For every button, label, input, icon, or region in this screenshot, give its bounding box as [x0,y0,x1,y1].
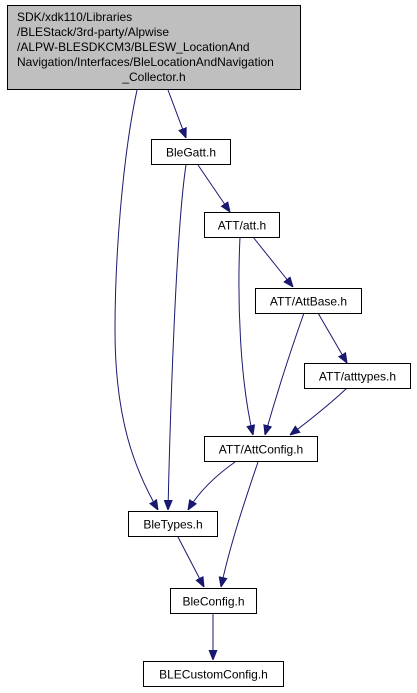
edge-att-to-attbase [252,236,293,287]
root-line-2: /BLEStack/3rd-party/Alpwise [17,25,169,39]
edge-attbase-to-attconfig [265,312,305,435]
nodes: SDK/xdk110/Libraries /BLEStack/3rd-party… [7,5,411,687]
node-bletypes[interactable]: BleTypes.h [128,511,218,537]
node-att[interactable]: ATT/att.h [204,212,280,238]
root-line-3: /ALPW-BLESDKCM3/BLESW_LocationAnd [17,40,250,54]
attconfig-label: ATT/AttConfig.h [219,443,303,457]
node-root-file[interactable]: SDK/xdk110/Libraries /BLEStack/3rd-party… [7,5,301,90]
node-bleconfig[interactable]: BleConfig.h [170,588,257,614]
node-blecustomconfig[interactable]: BLECustomConfig.h [143,661,284,687]
edge-atttypes-to-attconfig [290,387,348,435]
attbase-label: ATT/AttBase.h [270,295,347,309]
bletypes-label: BleTypes.h [143,518,202,532]
edge-blegatt-to-bletypes [168,164,187,510]
bleconfig-label: BleConfig.h [182,595,244,609]
edge-root-to-bletypes [114,89,158,510]
edge-att-to-attconfig [238,236,253,435]
node-attbase[interactable]: ATT/AttBase.h [255,288,362,314]
edge-blegatt-to-att [197,164,230,212]
att-label: ATT/att.h [218,219,266,233]
edge-attconfig-to-bleconfig [221,461,259,587]
root-line-1: SDK/xdk110/Libraries [17,10,132,24]
edge-attconfig-to-bletypes [188,461,236,510]
edge-attbase-to-atttypes [317,312,347,363]
node-blegatt[interactable]: BleGatt.h [151,139,231,165]
edge-root-to-blegatt [167,89,186,138]
blecustomconfig-label: BLECustomConfig.h [159,668,268,682]
node-atttypes[interactable]: ATT/atttypes.h [304,363,411,389]
root-line-4: Navigation/Interfaces/BleLocationAndNavi… [17,55,274,69]
blegatt-label: BleGatt.h [166,146,216,160]
node-attconfig[interactable]: ATT/AttConfig.h [204,436,318,462]
edges [114,89,348,660]
atttypes-label: ATT/atttypes.h [319,370,396,384]
edge-bletypes-to-bleconfig [177,536,204,587]
root-line-5: _Collector.h [121,70,185,84]
